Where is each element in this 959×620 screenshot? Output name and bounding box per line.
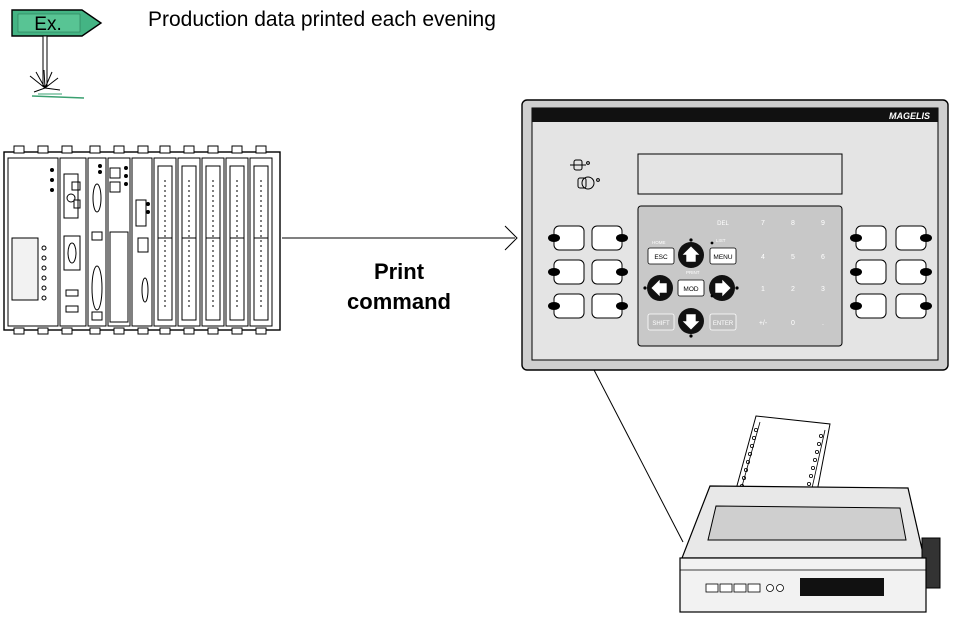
- plc-io-cards: [153, 157, 273, 327]
- key-3[interactable]: 3: [821, 286, 825, 293]
- print-label: PRINT: [686, 270, 700, 275]
- right-function-keys: [855, 225, 927, 319]
- key-4[interactable]: 4: [761, 254, 765, 261]
- printer-display: [800, 578, 884, 596]
- key-8[interactable]: 8: [791, 220, 795, 227]
- plc-frame: [3, 151, 281, 331]
- key-5[interactable]: 5: [791, 254, 795, 261]
- esc-key[interactable]: [647, 247, 675, 265]
- esc-key-label: ESC: [654, 254, 668, 261]
- page-title: Production data printed each evening: [148, 8, 496, 31]
- print-command-label: Print command: [340, 257, 458, 317]
- shift-key-label: SHIFT: [652, 321, 670, 327]
- plc-cpu-module: [59, 157, 87, 327]
- mod-key-label: MOD: [683, 286, 698, 293]
- arrow-left-key[interactable]: [647, 275, 673, 301]
- plc-io-module: [131, 157, 153, 327]
- print-command-line-2: command: [347, 289, 451, 314]
- arrow-down-icon: [681, 313, 701, 331]
- key-decimal[interactable]: .: [822, 320, 824, 327]
- status-indicator-icons: [570, 159, 600, 190]
- brand-bar: [532, 108, 938, 122]
- menu-key[interactable]: [709, 247, 737, 265]
- plc-rack: [3, 145, 281, 335]
- plc-bottom-tabs: [13, 327, 267, 335]
- arrow-left-icon: [650, 278, 668, 298]
- left-key-leds: [548, 234, 628, 310]
- lcd-display: [637, 153, 843, 195]
- example-signpost: Ex.: [11, 9, 103, 99]
- arrow-head-icon: [504, 225, 518, 251]
- enter-key-label: ENTER: [713, 321, 734, 327]
- example-badge-label: Ex.: [34, 14, 61, 35]
- menu-key-label: MENU: [713, 254, 732, 261]
- arrow-up-key[interactable]: [678, 242, 704, 268]
- printer-control-buttons: [705, 583, 784, 593]
- brand-logo: MAGELIS: [889, 111, 930, 121]
- list-label: LIST: [716, 238, 726, 243]
- printer-connector-line: [592, 367, 684, 543]
- arrow-right-icon: [714, 278, 732, 298]
- key-6[interactable]: 6: [821, 254, 825, 261]
- key-1[interactable]: 1: [761, 286, 765, 293]
- nav-leds: [643, 238, 739, 338]
- plc-top-tabs: [13, 145, 267, 154]
- arrow-down-key[interactable]: [678, 308, 704, 334]
- printer: [679, 415, 941, 613]
- key-plus-minus[interactable]: +/-: [759, 320, 768, 327]
- key-9[interactable]: 9: [821, 220, 825, 227]
- shift-key[interactable]: [647, 313, 675, 331]
- left-function-keys: [553, 225, 623, 319]
- enter-key[interactable]: [709, 313, 737, 331]
- plc-comm-module: [87, 157, 107, 327]
- key-7[interactable]: 7: [761, 220, 765, 227]
- home-label: HOME: [652, 240, 666, 245]
- plc-io-module: [107, 157, 131, 327]
- numeric-keypad: 7 8 9 4 5 6 1 2 3 +/- 0 .: [759, 220, 825, 327]
- arrow-right-key[interactable]: [709, 275, 735, 301]
- mod-key[interactable]: [677, 279, 705, 297]
- magelis-terminal: MAGELIS HOME LIST PRINT AL: [521, 99, 949, 371]
- print-command-line-1: Print: [373, 259, 425, 284]
- printer-paper-slot: [707, 505, 907, 541]
- right-key-leds: [850, 234, 932, 310]
- example-badge-inner: [17, 13, 81, 33]
- key-0[interactable]: 0: [791, 320, 795, 327]
- plc-power-module: [7, 157, 59, 327]
- arrow-up-icon: [681, 245, 701, 263]
- grass-icon: [29, 69, 85, 99]
- key-del[interactable]: DEL: [717, 221, 729, 227]
- key-2[interactable]: 2: [791, 286, 795, 293]
